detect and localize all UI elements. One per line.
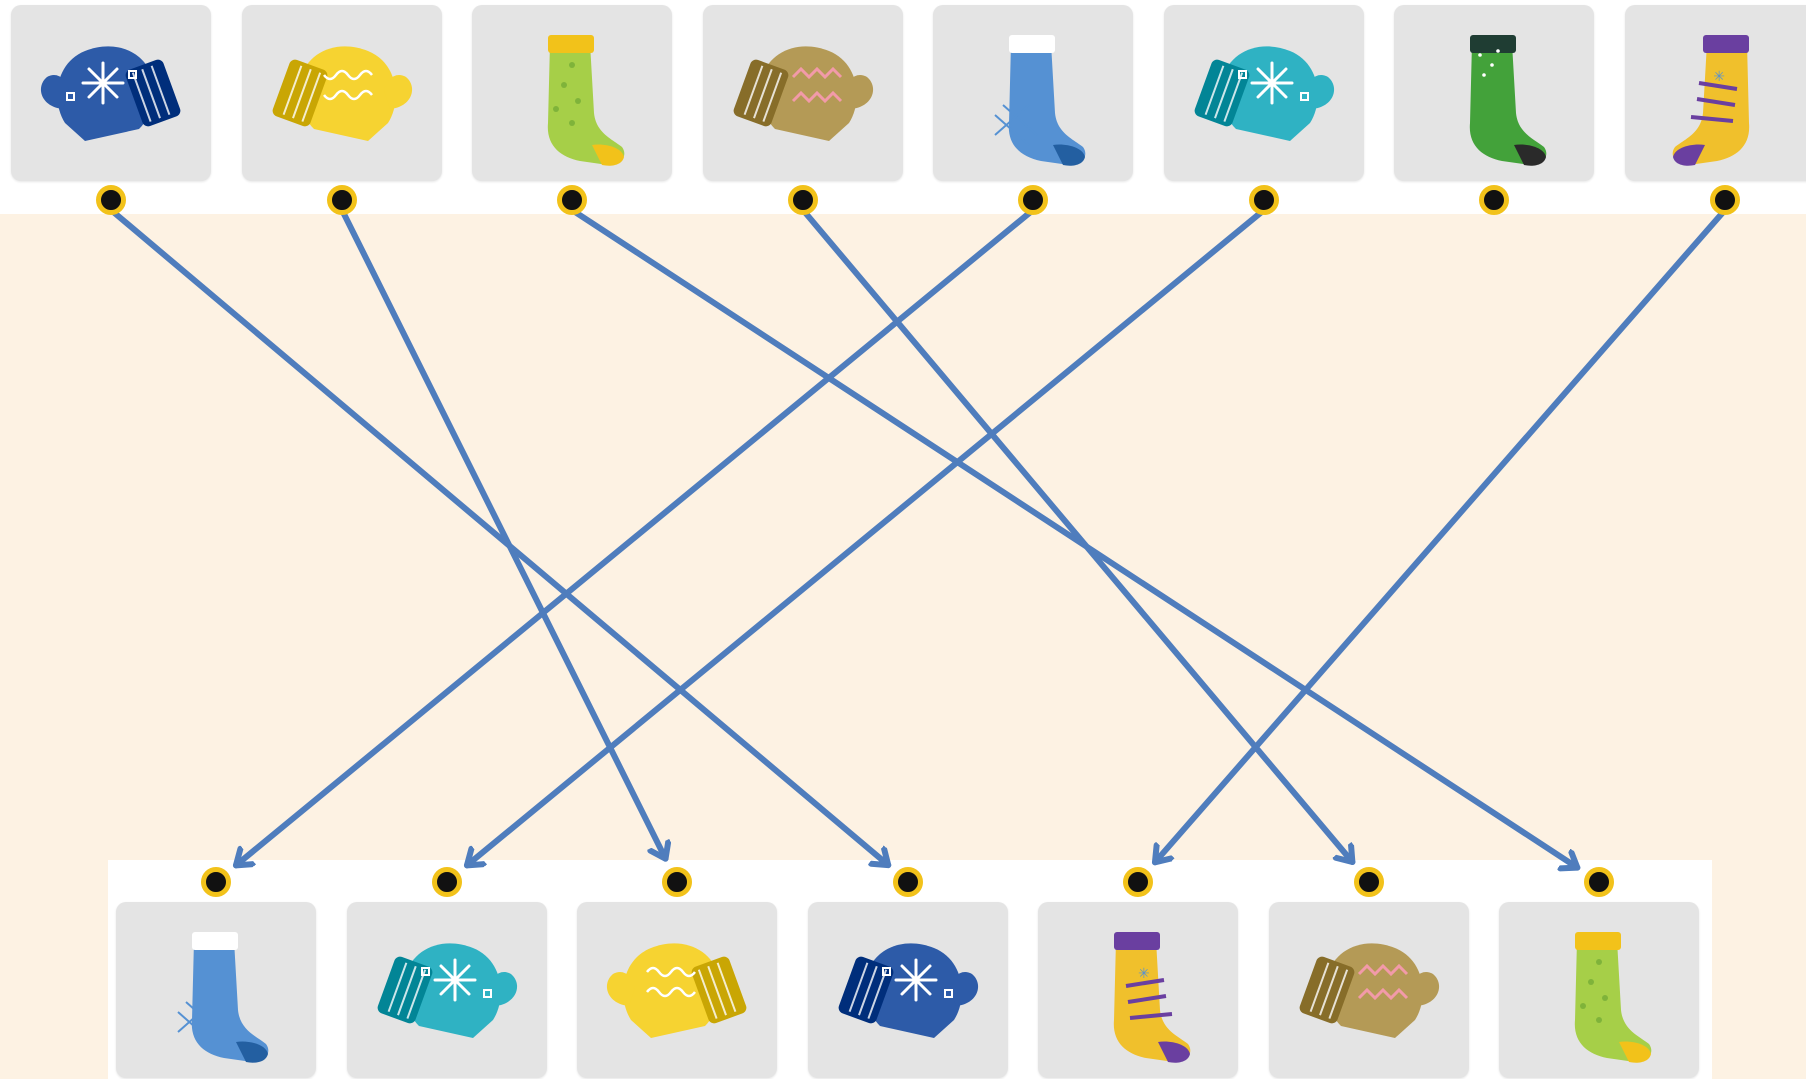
bottom-connector-dot-7[interactable] — [1584, 867, 1614, 897]
connection-arrow-t5-b1 — [232, 207, 1036, 869]
connection-arrow-t3-b7 — [569, 207, 1581, 868]
top-item-card-6[interactable] — [1164, 5, 1364, 181]
teal-snowflake-mitten-icon — [377, 943, 518, 1038]
bottom-item-card-4[interactable] — [808, 902, 1008, 1078]
green-dotted-sock-icon — [1574, 932, 1652, 1063]
top-connector-dot-7[interactable] — [1479, 185, 1509, 215]
top-connector-dot-1[interactable] — [96, 185, 126, 215]
blue-snowflake-mitten-icon — [40, 46, 181, 141]
yellow-mitten-icon — [606, 943, 747, 1038]
bottom-connector-dot-3[interactable] — [662, 867, 692, 897]
bottom-connector-dot-2[interactable] — [432, 867, 462, 897]
top-item-card-5[interactable] — [933, 5, 1133, 181]
svg-text:✳: ✳ — [1138, 966, 1150, 982]
blue-snowflake-mitten-icon — [838, 943, 979, 1038]
bottom-connector-dot-4[interactable] — [893, 867, 923, 897]
blue-diamond-sock-icon — [994, 35, 1086, 166]
connection-arrow-t2-b3 — [339, 207, 666, 862]
bottom-connector-dot-6[interactable] — [1354, 867, 1384, 897]
bottom-item-card-3[interactable] — [577, 902, 777, 1078]
top-item-card-1[interactable] — [11, 5, 211, 181]
bottom-item-card-7[interactable] — [1499, 902, 1699, 1078]
green-dark-sock-icon — [1469, 35, 1547, 166]
bottom-item-card-5[interactable]: ✳ — [1038, 902, 1238, 1078]
top-connector-dot-8[interactable] — [1710, 185, 1740, 215]
connection-arrow-t8-b5 — [1151, 207, 1728, 866]
bottom-connector-dot-5[interactable] — [1123, 867, 1153, 897]
top-connector-dot-4[interactable] — [788, 185, 818, 215]
tan-zigzag-mitten-icon — [733, 46, 874, 141]
top-connector-dot-2[interactable] — [327, 185, 357, 215]
bottom-item-card-2[interactable] — [347, 902, 547, 1078]
yellow-mitten-icon — [272, 46, 413, 141]
tan-zigzag-mitten-icon — [1299, 943, 1440, 1038]
bottom-item-card-1[interactable] — [116, 902, 316, 1078]
connection-arrow-t1-b4 — [108, 207, 892, 869]
top-connector-dot-5[interactable] — [1018, 185, 1048, 215]
top-item-card-8[interactable]: ✳ — [1625, 5, 1806, 181]
top-item-card-4[interactable] — [703, 5, 903, 181]
connection-arrow-t4-b6 — [800, 207, 1356, 865]
yellow-striped-sock-icon: ✳ — [1672, 35, 1750, 166]
bottom-connector-dot-1[interactable] — [201, 867, 231, 897]
yellow-striped-sock-icon: ✳ — [1113, 932, 1191, 1063]
svg-text:✳: ✳ — [1713, 69, 1725, 85]
top-item-card-3[interactable] — [472, 5, 672, 181]
green-dotted-sock-icon — [547, 35, 625, 166]
top-connector-dot-3[interactable] — [557, 185, 587, 215]
teal-snowflake-mitten-icon — [1194, 46, 1335, 141]
top-item-card-2[interactable] — [242, 5, 442, 181]
blue-diamond-sock-icon — [177, 932, 269, 1063]
top-item-card-7[interactable] — [1394, 5, 1594, 181]
connection-arrow-t6-b2 — [463, 207, 1267, 869]
bottom-item-card-6[interactable] — [1269, 902, 1469, 1078]
top-connector-dot-6[interactable] — [1249, 185, 1279, 215]
